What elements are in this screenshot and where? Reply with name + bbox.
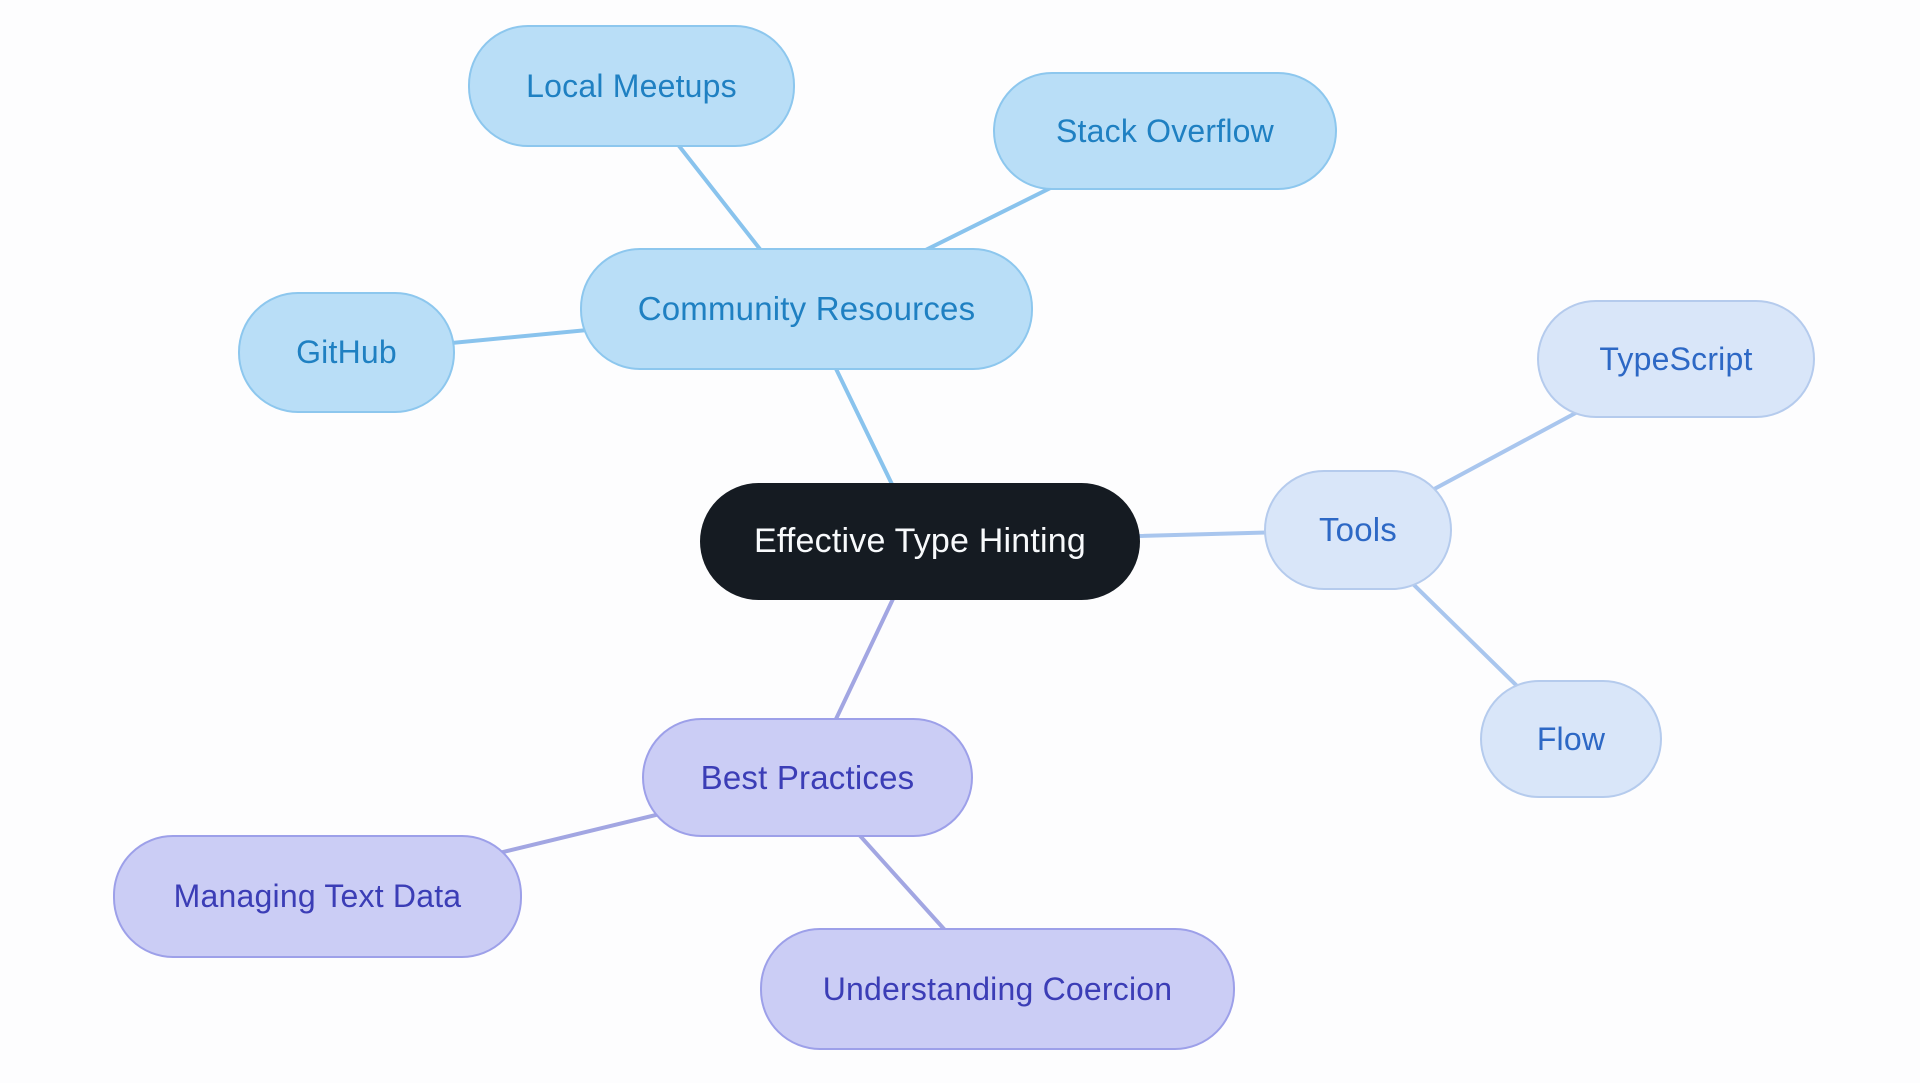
node-flow-label: Flow bbox=[1536, 720, 1606, 757]
node-typescript[interactable]: TypeScript bbox=[1537, 300, 1815, 418]
node-local-meetups[interactable]: Local Meetups bbox=[468, 25, 795, 147]
node-typescript-label: TypeScript bbox=[1599, 340, 1753, 377]
node-flow[interactable]: Flow bbox=[1480, 680, 1662, 798]
node-best-practices-label: Best Practices bbox=[700, 758, 915, 796]
node-best-practices[interactable]: Best Practices bbox=[642, 718, 973, 837]
node-understanding-coercion-label: Understanding Coercion bbox=[822, 970, 1173, 1007]
node-community-resources[interactable]: Community Resources bbox=[580, 248, 1033, 370]
node-github-label: GitHub bbox=[296, 334, 397, 370]
node-local-meetups-label: Local Meetups bbox=[526, 67, 737, 104]
node-tools[interactable]: Tools bbox=[1264, 470, 1452, 590]
node-stack-overflow-label: Stack Overflow bbox=[1056, 112, 1274, 149]
node-community-resources-label: Community Resources bbox=[637, 290, 976, 327]
node-understanding-coercion[interactable]: Understanding Coercion bbox=[760, 928, 1235, 1050]
node-tools-label: Tools bbox=[1318, 511, 1398, 548]
node-root[interactable]: Effective Type Hinting bbox=[700, 483, 1140, 600]
node-managing-text-data[interactable]: Managing Text Data bbox=[113, 835, 522, 958]
node-managing-text-data-label: Managing Text Data bbox=[173, 878, 462, 914]
node-stack-overflow[interactable]: Stack Overflow bbox=[993, 72, 1337, 190]
node-github[interactable]: GitHub bbox=[238, 292, 455, 413]
node-root-label: Effective Type Hinting bbox=[754, 522, 1086, 560]
